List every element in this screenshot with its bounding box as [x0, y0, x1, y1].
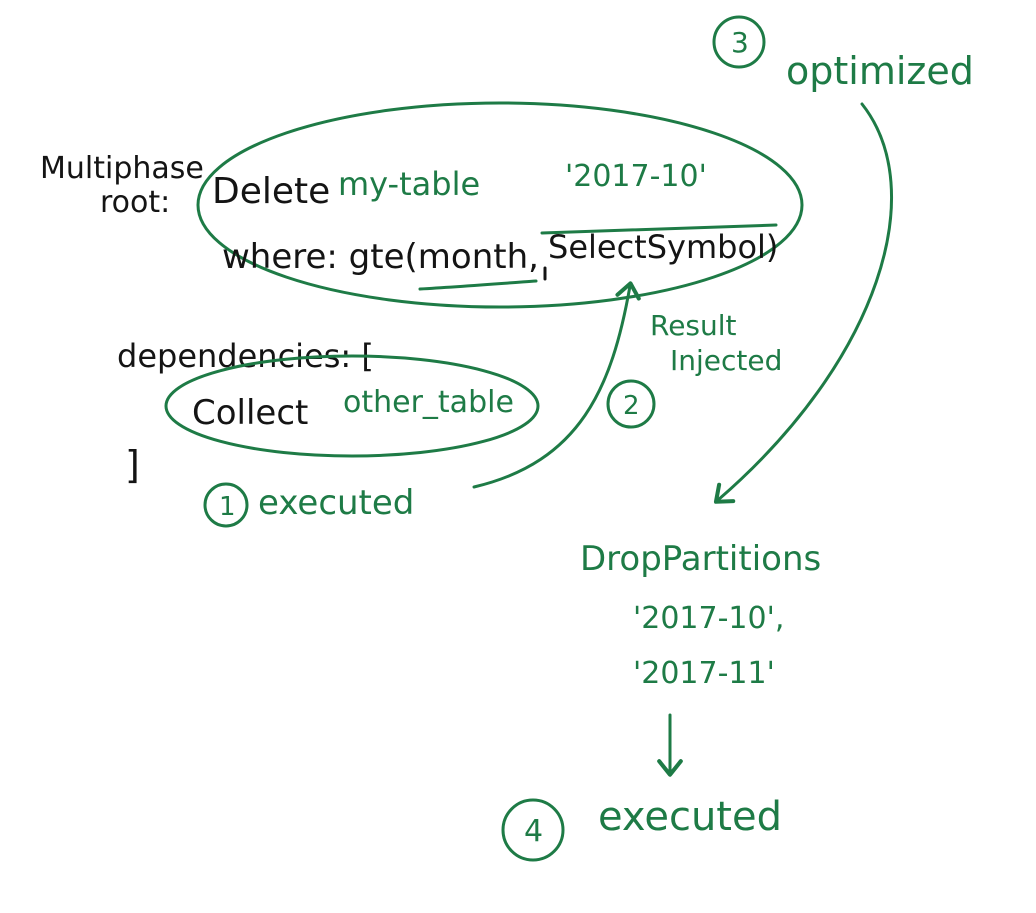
root-label: root:	[100, 185, 170, 220]
result-note-line2: Injected	[670, 344, 782, 377]
collect-keyword: Collect	[192, 393, 308, 433]
optimized-arrow	[713, 102, 893, 504]
step-3-circle	[712, 15, 766, 69]
where-clause: where: gte(month,	[222, 237, 539, 277]
result-note-line1: Result	[650, 309, 737, 342]
select-symbol-subquery: SelectSymbol)	[548, 228, 778, 266]
step-4-circle	[501, 798, 565, 862]
partition-2: '2017-11'	[633, 656, 775, 691]
result-injected-arrow	[472, 281, 641, 489]
strikethrough-line	[540, 223, 778, 235]
step-3-number: 3	[731, 26, 749, 59]
closing-bracket: ]	[125, 443, 140, 487]
other-table-name: other_table	[343, 385, 514, 420]
where-underline	[418, 279, 538, 291]
step-1-label: executed	[258, 483, 414, 523]
step-2-number: 2	[623, 391, 640, 421]
step-1-number: 1	[219, 492, 236, 522]
root-query-ellipse	[196, 101, 804, 309]
step-4-label: executed	[598, 794, 782, 840]
my-table-name: my-table	[338, 165, 480, 203]
multiphase-heading: Multiphase	[40, 151, 204, 186]
collect-ellipse	[164, 354, 540, 458]
injected-value: '2017-10'	[565, 159, 707, 194]
step-2-circle	[606, 379, 656, 429]
delete-keyword: Delete	[212, 171, 330, 212]
partition-1: '2017-10',	[633, 601, 784, 636]
drop-partitions-operation: DropPartitions	[580, 539, 821, 579]
step-3-label: optimized	[786, 49, 974, 93]
step-1-circle	[203, 482, 249, 528]
step-4-number: 4	[524, 814, 543, 849]
